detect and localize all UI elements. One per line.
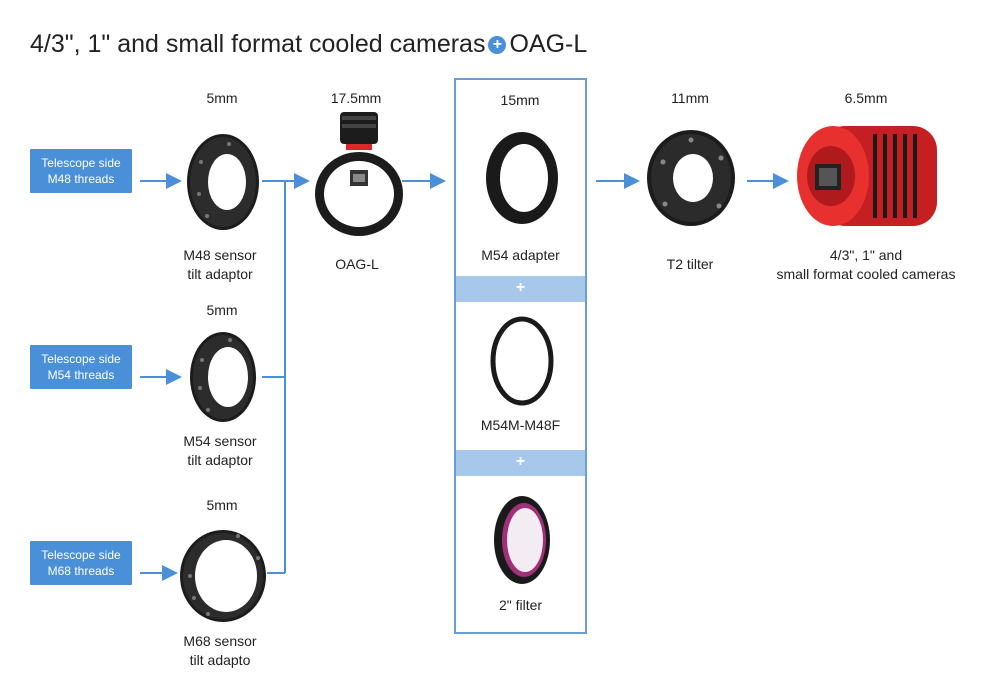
m54-adapter-label: M54 adapter [481,247,560,263]
m48-tilt-adaptor-image [187,134,259,230]
m54-tilt-adaptor-image [190,332,256,422]
label-line1: 4/3", 1" and [829,247,903,263]
dimension-label: 6.5mm [844,90,888,106]
label-line1: M68 sensor [183,633,257,649]
title-suffix: OAG-L [509,30,588,58]
input-line1: Telescope side [41,548,121,562]
m48-tilt-adaptor-label: M48 sensor tilt adaptor [160,246,280,284]
input-m48-threads: Telescope side M48 threads [30,149,132,193]
input-line1: Telescope side [41,352,121,366]
input-line2: M54 threads [47,368,115,382]
input-line2: M68 threads [47,564,115,578]
oag-l-label: OAG-L [335,256,379,272]
oag-l-image [315,112,403,236]
dimension-label: 15mm [500,92,540,108]
input-line1: Telescope side [41,156,121,170]
input-line2: M48 threads [47,172,115,186]
label-line1: M54 sensor [183,433,257,449]
m68-tilt-adaptor-label: M68 sensor tilt adapto [160,632,280,670]
plus-separator: + [456,450,585,476]
filter-label: 2" filter [498,597,543,613]
m54m-m48f-image [490,316,554,406]
input-m54-threads: Telescope side M54 threads [30,345,132,389]
t2-tilter-label: T2 tilter [666,256,714,272]
m68-tilt-adaptor-image [180,530,266,622]
m54m-m48f-label: M54M-M48F [480,417,561,433]
dimension-label: 5mm [206,497,238,513]
label-line2: tilt adaptor [187,452,253,468]
dimension-label: 17.5mm [330,90,382,106]
plus-separator: + [456,276,585,302]
m54-adapter-image [486,132,558,224]
t2-tilter-image [647,130,735,226]
label-line1: M48 sensor [183,247,257,263]
filter-image [494,496,550,584]
camera-label: 4/3", 1" and small format cooled cameras [760,246,972,284]
title-text: 4/3", 1" and small format cooled cameras [30,30,486,58]
dimension-label: 5mm [206,90,238,106]
page-title: 4/3", 1" and small format cooled cameras… [30,30,587,59]
dimension-label: 11mm [671,90,709,106]
input-m68-threads: Telescope side M68 threads [30,541,132,585]
cooled-camera-image [797,126,937,226]
adapter-stack-box: 15mm M54 adapter + M54M-M48F + 2" filter [454,78,587,634]
plus-circle-icon: + [488,36,507,54]
dimension-label: 5mm [206,302,238,318]
m54-tilt-adaptor-label: M54 sensor tilt adaptor [160,432,280,470]
label-line2: tilt adapto [189,652,251,668]
label-line2: small format cooled cameras [776,266,956,282]
label-line2: tilt adaptor [187,266,253,282]
